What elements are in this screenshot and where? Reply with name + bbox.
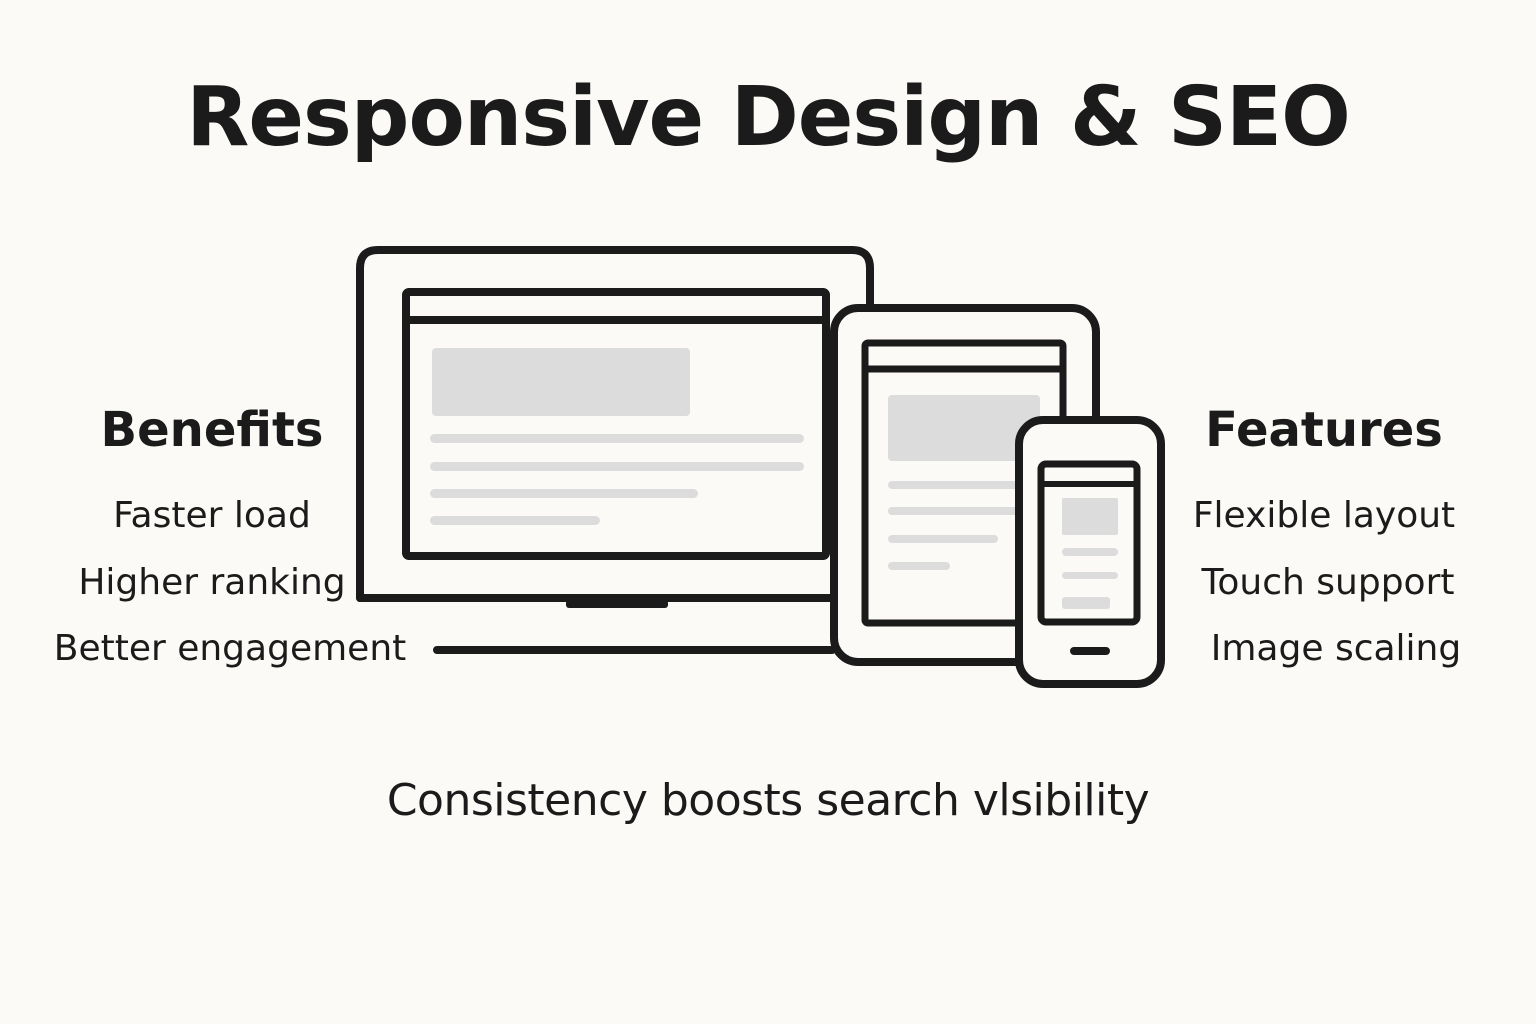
features-heading: Features — [1205, 402, 1443, 458]
page-title: Responsive Design & SEO — [186, 70, 1351, 165]
benefit-item-faster-load: Faster load — [113, 495, 311, 536]
feature-item-flexible-layout: Flexible layout — [1192, 495, 1456, 536]
benefits-heading: Benefits — [100, 402, 324, 458]
benefit-item-higher-ranking: Higher ranking — [78, 562, 346, 603]
caption: Consistency boosts search vlsibility — [386, 775, 1150, 826]
benefit-item-better-engagement: Better engagement — [53, 628, 407, 669]
desktop-screen-placeholders — [430, 348, 804, 525]
feature-item-image-scaling: Image scaling — [1210, 628, 1462, 669]
smartphone-icon — [1015, 416, 1165, 688]
desktop-monitor-icon — [356, 246, 874, 654]
feature-item-touch-support: Touch support — [1201, 562, 1455, 603]
